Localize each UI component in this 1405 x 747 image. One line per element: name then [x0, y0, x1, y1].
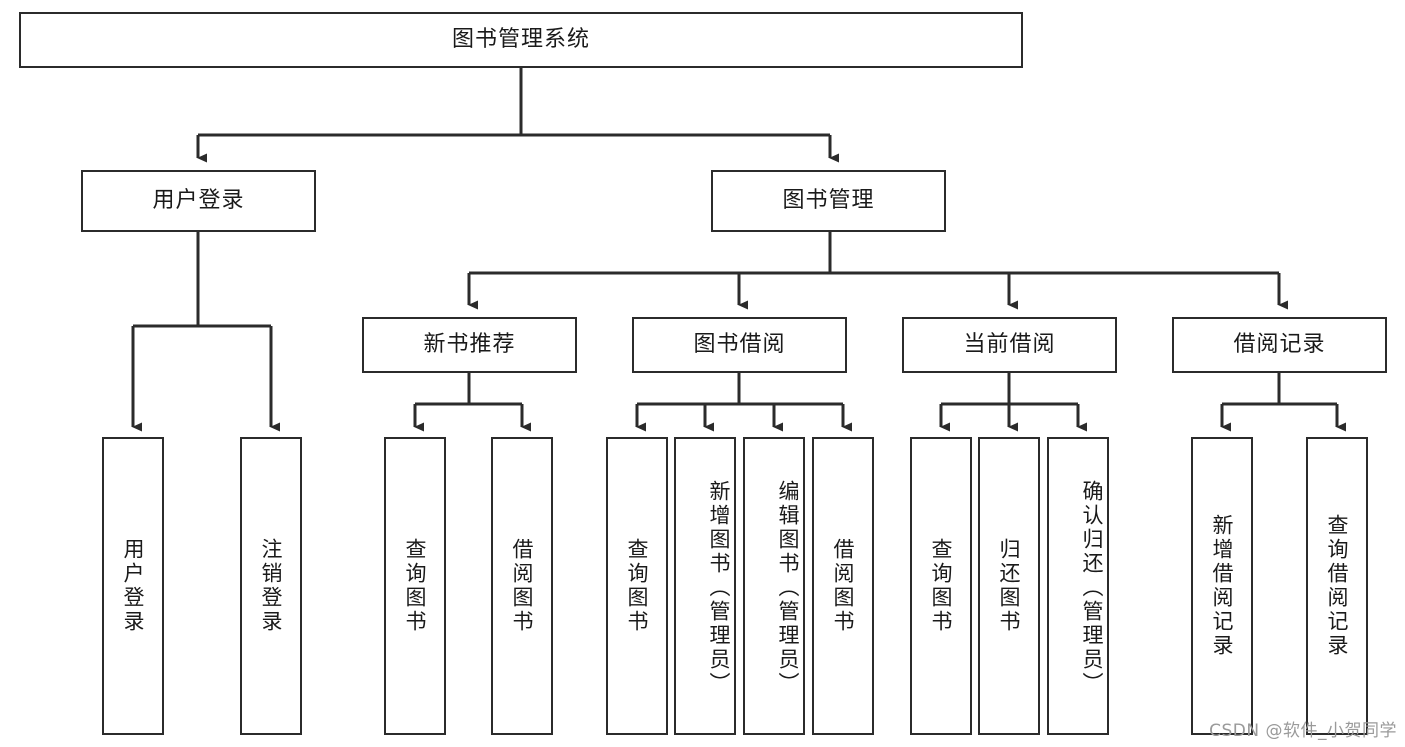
node-label: 查询图书 [625, 538, 649, 634]
leaf-user-login-login[interactable]: 用户登录 [102, 437, 164, 735]
node-label: 查询借阅记录 [1325, 514, 1349, 658]
node-label: 图书管理 [782, 187, 875, 213]
node-label: 新增图书（管理员） [707, 480, 731, 696]
node-borrow-record[interactable]: 借阅记录 [1172, 317, 1387, 373]
leaf-record-add-record[interactable]: 新增借阅记录 [1191, 437, 1253, 735]
node-label: 借阅图书 [510, 538, 534, 634]
node-label: 查询图书 [929, 538, 953, 634]
node-label: 新书推荐 [423, 331, 516, 357]
node-label: 注销登录 [259, 538, 283, 634]
leaf-record-query-record[interactable]: 查询借阅记录 [1306, 437, 1368, 735]
node-label: 确认归还（管理员） [1080, 480, 1104, 696]
leaf-borrow-borrow-book[interactable]: 借阅图书 [812, 437, 874, 735]
node-new-book-recommend[interactable]: 新书推荐 [362, 317, 577, 373]
node-book-borrow[interactable]: 图书借阅 [632, 317, 847, 373]
leaf-current-return-book[interactable]: 归还图书 [978, 437, 1040, 735]
leaf-borrow-edit-book-admin[interactable]: 编辑图书（管理员） [743, 437, 805, 735]
leaf-borrow-add-book-admin[interactable]: 新增图书（管理员） [674, 437, 736, 735]
node-label: 图书管理系统 [451, 26, 590, 52]
node-label: 借阅图书 [831, 538, 855, 634]
node-label: 新增借阅记录 [1210, 514, 1234, 658]
node-label: 当前借阅 [963, 331, 1056, 357]
leaf-new-book-query[interactable]: 查询图书 [384, 437, 446, 735]
node-user-login[interactable]: 用户登录 [81, 170, 316, 232]
node-root-book-management-system[interactable]: 图书管理系统 [19, 12, 1023, 68]
node-label: 用户登录 [121, 538, 145, 634]
leaf-current-query-book[interactable]: 查询图书 [910, 437, 972, 735]
node-label: 图书借阅 [693, 331, 786, 357]
node-label: 编辑图书（管理员） [776, 480, 800, 696]
node-book-management[interactable]: 图书管理 [711, 170, 946, 232]
node-label: 归还图书 [997, 538, 1021, 634]
node-label: 用户登录 [152, 187, 245, 213]
leaf-new-book-borrow[interactable]: 借阅图书 [491, 437, 553, 735]
leaf-borrow-query-book[interactable]: 查询图书 [606, 437, 668, 735]
node-label: 查询图书 [403, 538, 427, 634]
leaf-user-login-logout[interactable]: 注销登录 [240, 437, 302, 735]
node-label: 借阅记录 [1233, 331, 1326, 357]
leaf-current-confirm-return-admin[interactable]: 确认归还（管理员） [1047, 437, 1109, 735]
node-current-borrow[interactable]: 当前借阅 [902, 317, 1117, 373]
